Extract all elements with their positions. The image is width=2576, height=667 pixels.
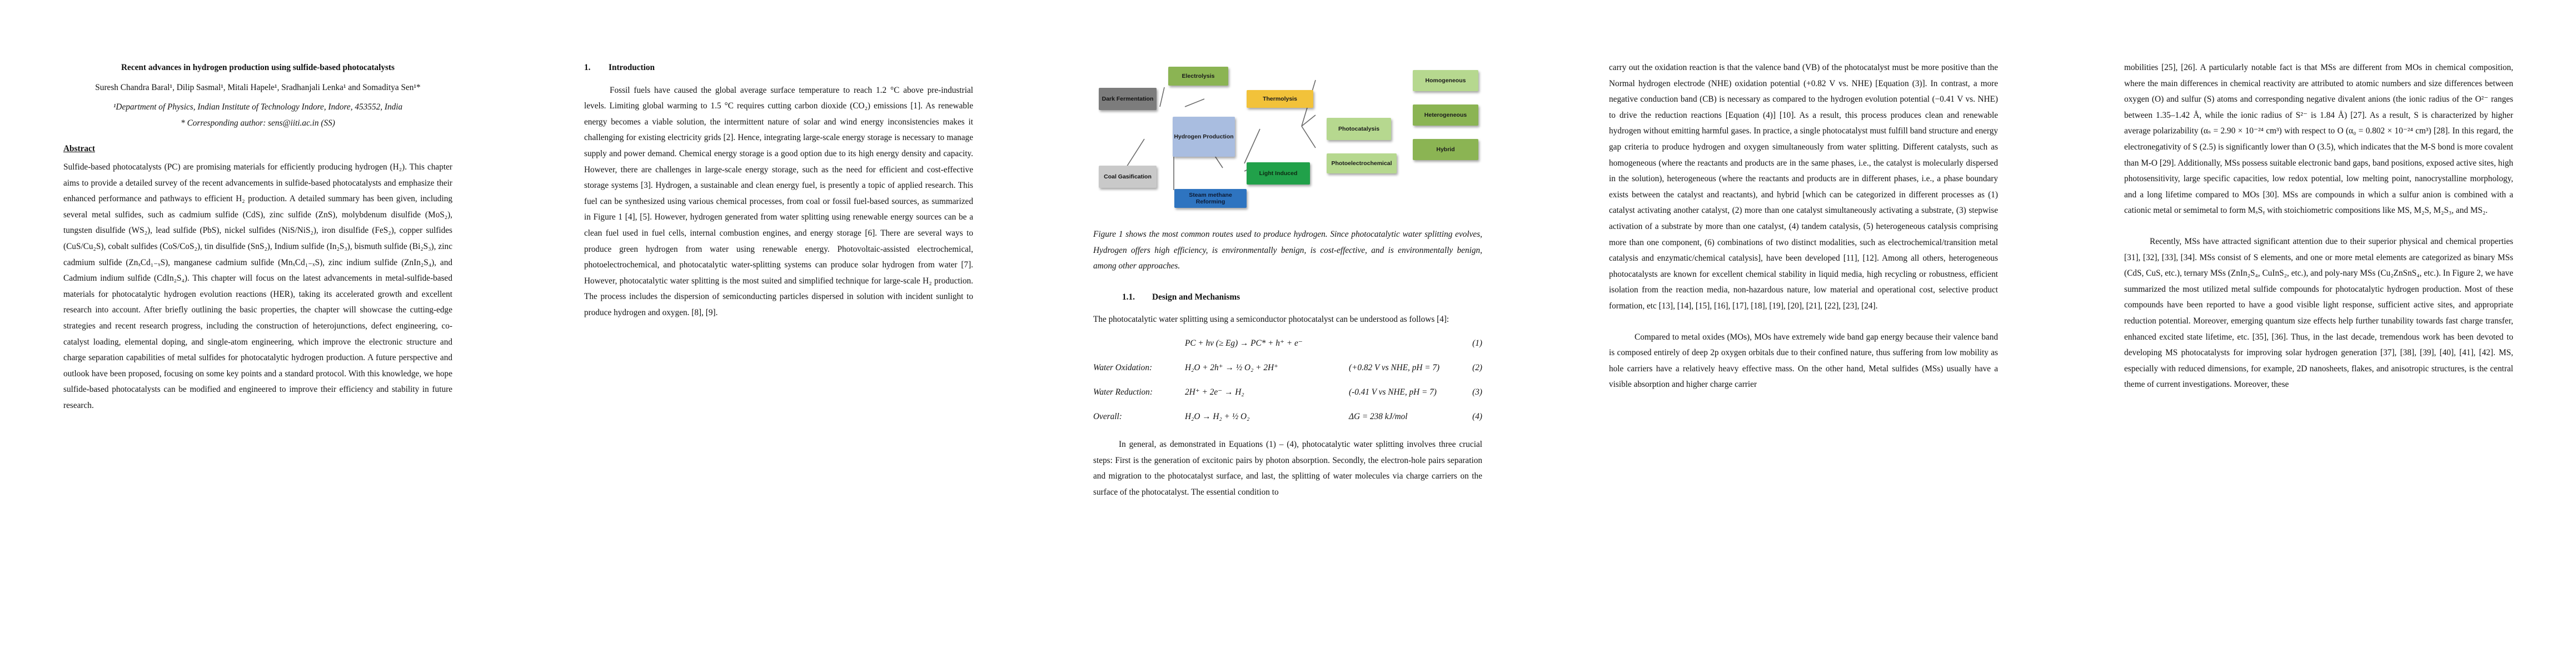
page-5: mobilities [25], [26]. A particularly no… xyxy=(2061,0,2576,667)
page-1-column: Recent advances in hydrogen production u… xyxy=(63,60,452,429)
page-4-column: carry out the oxidation reaction is that… xyxy=(1609,60,1998,408)
page-2-column: 1. Introduction Fossil fuels have caused … xyxy=(584,60,973,336)
equation-number: (4) xyxy=(1472,411,1482,421)
equation-expression: H₂O + 2h⁺ → ½ O₂ + 2H⁺ xyxy=(1185,362,1279,372)
equation-row: PC + hν (≥ Eg) → PC* + h⁺ + e⁻ (1) xyxy=(1093,331,1482,356)
equation-expression: H₂O → H₂ + ½ O₂ xyxy=(1185,411,1250,421)
abstract-heading: Abstract xyxy=(63,144,95,154)
page-5-paragraph-2: Recently, MSs have attracted significant… xyxy=(2124,236,2513,390)
subsection-title: Design and Mechanisms xyxy=(1152,292,1240,302)
thermolysis-node: Thermolysis xyxy=(1247,90,1313,108)
paper-title: Recent advances in hydrogen production u… xyxy=(121,63,395,72)
equation-row: Overall: H₂O → H₂ + ½ O₂ ΔG = 238 kJ/mol (4… xyxy=(1093,405,1482,429)
coal-gasification-node: Coal Gasification xyxy=(1099,166,1157,188)
connector xyxy=(1244,128,1260,164)
photocatalysis-node: Photocatalysis xyxy=(1327,118,1391,140)
section-number: 1. xyxy=(584,63,591,72)
page-5-column: mobilities [25], [26]. A particularly no… xyxy=(2124,60,2513,408)
page-4: carry out the oxidation reaction is that… xyxy=(1546,0,2061,667)
section-heading-design: 1.1. Design and Mechanisms xyxy=(1093,290,1482,306)
equation-condition: ΔG = 238 kJ/mol xyxy=(1349,411,1408,421)
section-title: Introduction xyxy=(609,63,655,72)
intro-paragraph: Fossil fuels have caused the global aver… xyxy=(584,85,973,317)
equation-list: PC + hν (≥ Eg) → PC* + h⁺ + e⁻ (1) Water O… xyxy=(1093,331,1482,429)
page-1: Recent advances in hydrogen production u… xyxy=(0,0,515,667)
design-intro: The photocatalytic water splitting using… xyxy=(1093,315,1449,325)
equation-row: Water Reduction: 2H⁺ + 2e⁻ → H₂ (-0.41 V v… xyxy=(1093,380,1482,405)
equation-condition: (-0.41 V vs NHE, pH = 7) xyxy=(1349,387,1437,397)
equation-number: (3) xyxy=(1472,387,1482,397)
page-2: 1. Introduction Fossil fuels have caused … xyxy=(515,0,1030,667)
figure-1-diagram: Electrolysis Thermolysis Dark Fermentati… xyxy=(1093,62,1493,213)
author-list: Suresh Chandra Baral¹, Dilip Sasmal¹, Mi… xyxy=(95,82,421,92)
homogeneous-node: Homogeneous xyxy=(1413,70,1478,91)
design-paragraph: In general, as demonstrated in Equations… xyxy=(1093,439,1482,497)
page-4-paragraph-2: Compared to metal oxides (MOs), MOs have… xyxy=(1609,332,1998,390)
photoelectrochemical-node: Photoelectrochemical xyxy=(1327,153,1397,173)
light-induced-node: Light Induced xyxy=(1247,162,1310,185)
equation-number: (2) xyxy=(1472,362,1482,372)
steam-methane-node: Steam methane Reforming xyxy=(1174,189,1247,208)
page-3-column: Figure 1 shows the most common routes us… xyxy=(1093,227,1482,515)
dark-fermentation-node: Dark Fermentation xyxy=(1099,88,1157,110)
equation-label: Water Oxidation: xyxy=(1093,362,1153,372)
equation-label: Water Reduction: xyxy=(1093,387,1153,397)
subsection-number: 1.1. xyxy=(1122,292,1135,302)
page-4-paragraph-1: carry out the oxidation reaction is that… xyxy=(1609,63,1998,311)
figure-1-caption: Figure 1 shows the most common routes us… xyxy=(1093,230,1482,271)
section-heading-introduction: 1. Introduction xyxy=(584,60,973,76)
abstract-text: Sulfide-based photocatalysts (PC) are pr… xyxy=(63,162,452,410)
electrolysis-node: Electrolysis xyxy=(1168,67,1228,86)
page-5-paragraph-1: mobilities [25], [26]. A particularly no… xyxy=(2124,63,2513,216)
hybrid-node: Hybrid xyxy=(1413,139,1478,160)
equation-condition: (+0.82 V vs NHE, pH = 7) xyxy=(1349,362,1440,372)
heterogeneous-node: Heterogeneous xyxy=(1413,104,1478,126)
equation-expression: 2H⁺ + 2e⁻ → H₂ xyxy=(1185,387,1244,397)
connector xyxy=(1184,98,1205,107)
equation-number: (1) xyxy=(1472,338,1482,348)
connector xyxy=(1301,126,1316,148)
equation-row: Water Oxidation: H₂O + 2h⁺ → ½ O₂ + 2H⁺ (+… xyxy=(1093,356,1482,380)
connector xyxy=(1301,115,1316,127)
equation-label: Overall: xyxy=(1093,411,1122,421)
corresponding-author: * Corresponding author: sens@iiti.ac.in … xyxy=(181,118,335,128)
equation-expression: PC + hν (≥ Eg) → PC* + h⁺ + e⁻ xyxy=(1185,338,1303,348)
hydrogen-production-node: Hydrogen Production xyxy=(1173,117,1235,157)
affiliation: ¹Department of Physics, Indian Institute… xyxy=(113,102,403,112)
connector xyxy=(1159,87,1165,107)
